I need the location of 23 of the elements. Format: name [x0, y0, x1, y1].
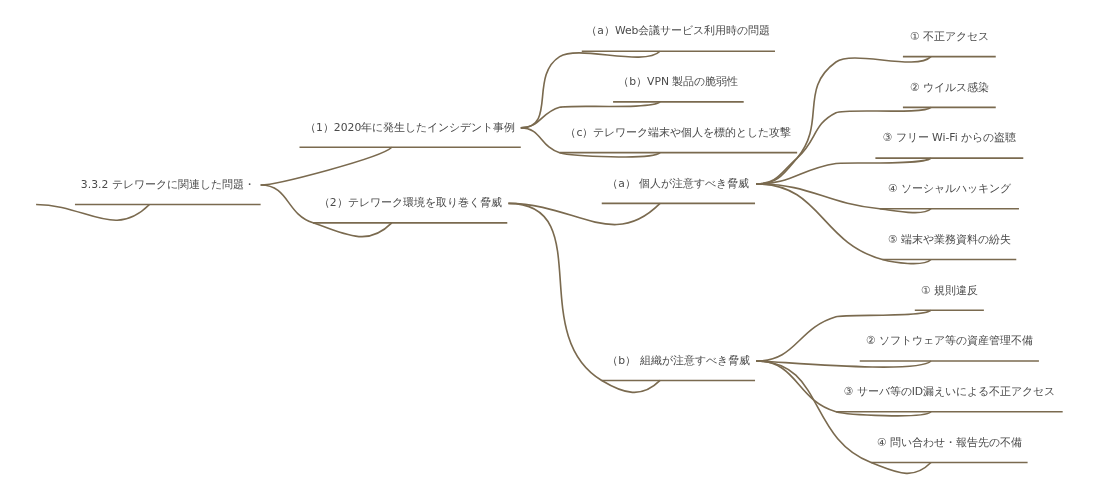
- node-text: （a） 個人が注意すべき脅威: [606, 176, 749, 190]
- connector: [754, 360, 932, 475]
- connector: [519, 127, 661, 158]
- node-text: ③ フリー Wi-Fi からの盗聴: [882, 131, 1016, 145]
- node-text: 3.3.2 テレワークに関連した問題・: [80, 177, 255, 191]
- node-text: （c）テレワーク端末や個人を標的とした攻撃: [564, 125, 791, 139]
- node-text: （b）VPN 製品の脆弱性: [617, 75, 738, 89]
- node-text: （2）テレワーク環境を取り巻く脅威: [318, 196, 502, 210]
- node-text: ② ソフトウェア等の資産管理不備: [865, 334, 1033, 348]
- connector: [259, 184, 393, 238]
- connector: [34, 203, 150, 222]
- node-text: （a）Web会議サービス利用時の問題: [585, 24, 770, 38]
- node-text: ① 規則違反: [920, 283, 978, 297]
- node-text: ④ 問い合わせ・報告先の不備: [876, 435, 1022, 449]
- connector: [507, 202, 661, 394]
- node-text: （b） 組織が注意すべき脅威: [606, 353, 750, 367]
- node-text: ④ ソーシャルハッキング: [887, 182, 1011, 196]
- node-text: ① 不正アクセス: [909, 29, 989, 43]
- node-text: ⑤ 端末や業務資料の紛失: [887, 232, 1011, 246]
- node-text: ③ サーバ等のID漏えいによる不正アクセス: [843, 385, 1055, 399]
- node-text: （1）2020年に発生したインシデント事例: [304, 120, 515, 134]
- node-text: ② ウイルス感染: [909, 80, 989, 94]
- connector: [754, 183, 932, 265]
